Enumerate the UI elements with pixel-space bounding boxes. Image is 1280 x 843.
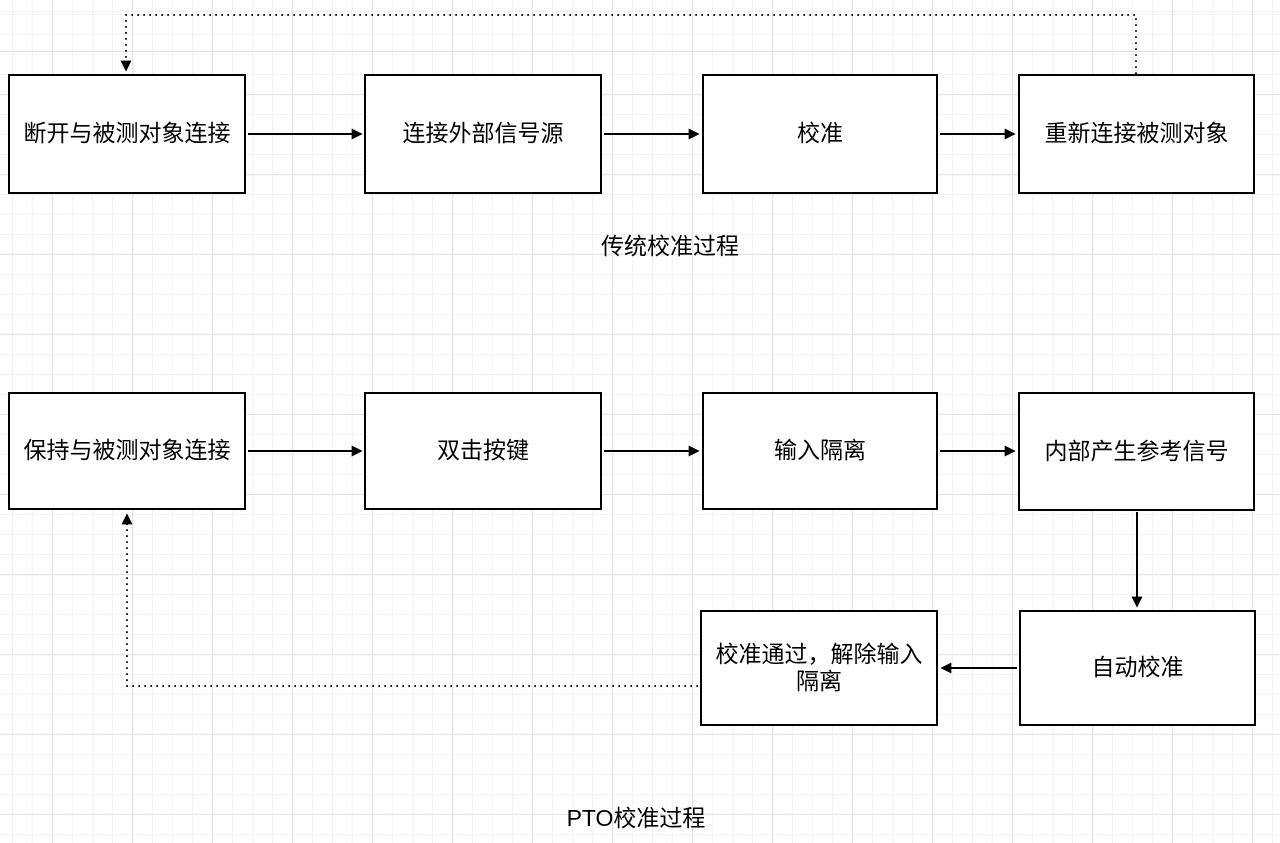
- node-input-isolation: 输入隔离: [702, 392, 938, 510]
- caption-pto-process: PTO校准过程: [566, 805, 706, 831]
- dotted-feedback-reconnect-to-disconnect: [120, 14, 1137, 74]
- dotted-feedback-pass-release-to-keep-connection: [121, 513, 698, 687]
- node-calibrate: 校准: [702, 74, 938, 194]
- node-disconnect-dut: 断开与被测对象连接: [8, 74, 246, 194]
- node-internal-reference-signal: 内部产生参考信号: [1018, 392, 1255, 511]
- node-calibration-pass-release-isolation: 校准通过，解除输入隔离: [700, 610, 938, 726]
- node-auto-calibration: 自动校准: [1019, 610, 1256, 726]
- node-reconnect-dut: 重新连接被测对象: [1018, 74, 1255, 194]
- node-keep-connection-dut: 保持与被测对象连接: [8, 392, 246, 510]
- caption-traditional-process: 传统校准过程: [601, 233, 739, 259]
- node-double-click-button: 双击按键: [364, 392, 602, 510]
- node-connect-external-source: 连接外部信号源: [364, 74, 602, 194]
